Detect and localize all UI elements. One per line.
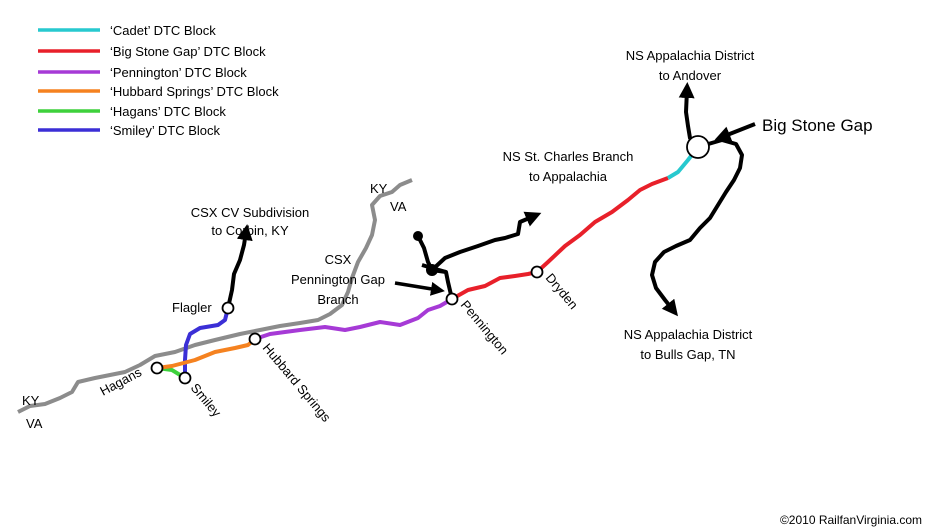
hubbard-springs-block-line bbox=[156, 337, 257, 370]
csx-cv-subdivision-line bbox=[226, 224, 253, 309]
flagler-station bbox=[221, 301, 235, 315]
csx-branch-label-line1: CSX bbox=[325, 252, 352, 267]
hubbard-springs-label: Hubbard Springs bbox=[260, 340, 335, 425]
ns-bulls-gap-line bbox=[650, 138, 744, 317]
csx-cv-label-line1: CSX CV Subdivision bbox=[191, 205, 310, 220]
csx-branch-label-line2: Pennington Gap bbox=[291, 272, 385, 287]
smiley-block-line bbox=[183, 307, 230, 378]
ky-label-bottom: KY bbox=[22, 393, 40, 408]
yard-junction-dot bbox=[426, 264, 438, 276]
smiley-label: Smiley bbox=[188, 380, 225, 420]
hagans-label: Hagans bbox=[97, 364, 144, 399]
dryden-label: Dryden bbox=[543, 270, 581, 312]
pennington-label: Pennington bbox=[458, 297, 512, 357]
legend-label-smiley: ‘Smiley’ DTC Block bbox=[110, 123, 221, 138]
big-stone-gap-label: Big Stone Gap bbox=[762, 116, 873, 135]
va-label-bottom: VA bbox=[26, 416, 43, 431]
csx-cv-label-line2: to Corbin, KY bbox=[211, 223, 289, 238]
big-stone-gap-pointer bbox=[714, 122, 756, 142]
va-label-top: VA bbox=[390, 199, 407, 214]
ns-bulls-gap-label-line1: NS Appalachia District bbox=[624, 327, 753, 342]
yard-end-dot bbox=[413, 231, 423, 241]
big-stone-gap-block-line bbox=[451, 176, 669, 301]
pennington-station bbox=[445, 292, 459, 306]
st-charles-label-line1: NS St. Charles Branch bbox=[503, 149, 634, 164]
dryden-station bbox=[530, 265, 544, 279]
ns-andover-label-line1: NS Appalachia District bbox=[626, 48, 755, 63]
st-charles-label-line2: to Appalachia bbox=[529, 169, 608, 184]
copyright-text: ©2010 RailfanVirginia.com bbox=[780, 513, 922, 527]
ns-andover-label-line2: to Andover bbox=[659, 68, 722, 83]
legend-label-big-stone-gap: ‘Big Stone Gap’ DTC Block bbox=[110, 44, 266, 59]
legend: ‘Cadet’ DTC Block ‘Big Stone Gap’ DTC Bl… bbox=[38, 23, 279, 138]
flagler-label: Flagler bbox=[172, 300, 212, 315]
pennington-block-line bbox=[254, 297, 454, 341]
smiley-station bbox=[178, 371, 192, 385]
big-stone-gap-station bbox=[686, 135, 710, 159]
pennington-gap-branch-pointer bbox=[394, 281, 445, 296]
ky-label-top: KY bbox=[370, 181, 388, 196]
hagans-station bbox=[150, 361, 164, 375]
legend-label-cadet: ‘Cadet’ DTC Block bbox=[110, 23, 216, 38]
legend-label-hagans: ‘Hagans’ DTC Block bbox=[110, 104, 226, 119]
hubbard-springs-station bbox=[248, 332, 262, 346]
csx-branch-label-line3: Branch bbox=[317, 292, 358, 307]
ns-bulls-gap-label-line2: to Bulls Gap, TN bbox=[640, 347, 735, 362]
legend-label-hubbard-springs: ‘Hubbard Springs’ DTC Block bbox=[110, 84, 279, 99]
csx-mainline bbox=[17, 178, 413, 414]
ns-st-charles-branch bbox=[430, 211, 542, 272]
legend-label-pennington: ‘Pennington’ DTC Block bbox=[110, 65, 247, 80]
